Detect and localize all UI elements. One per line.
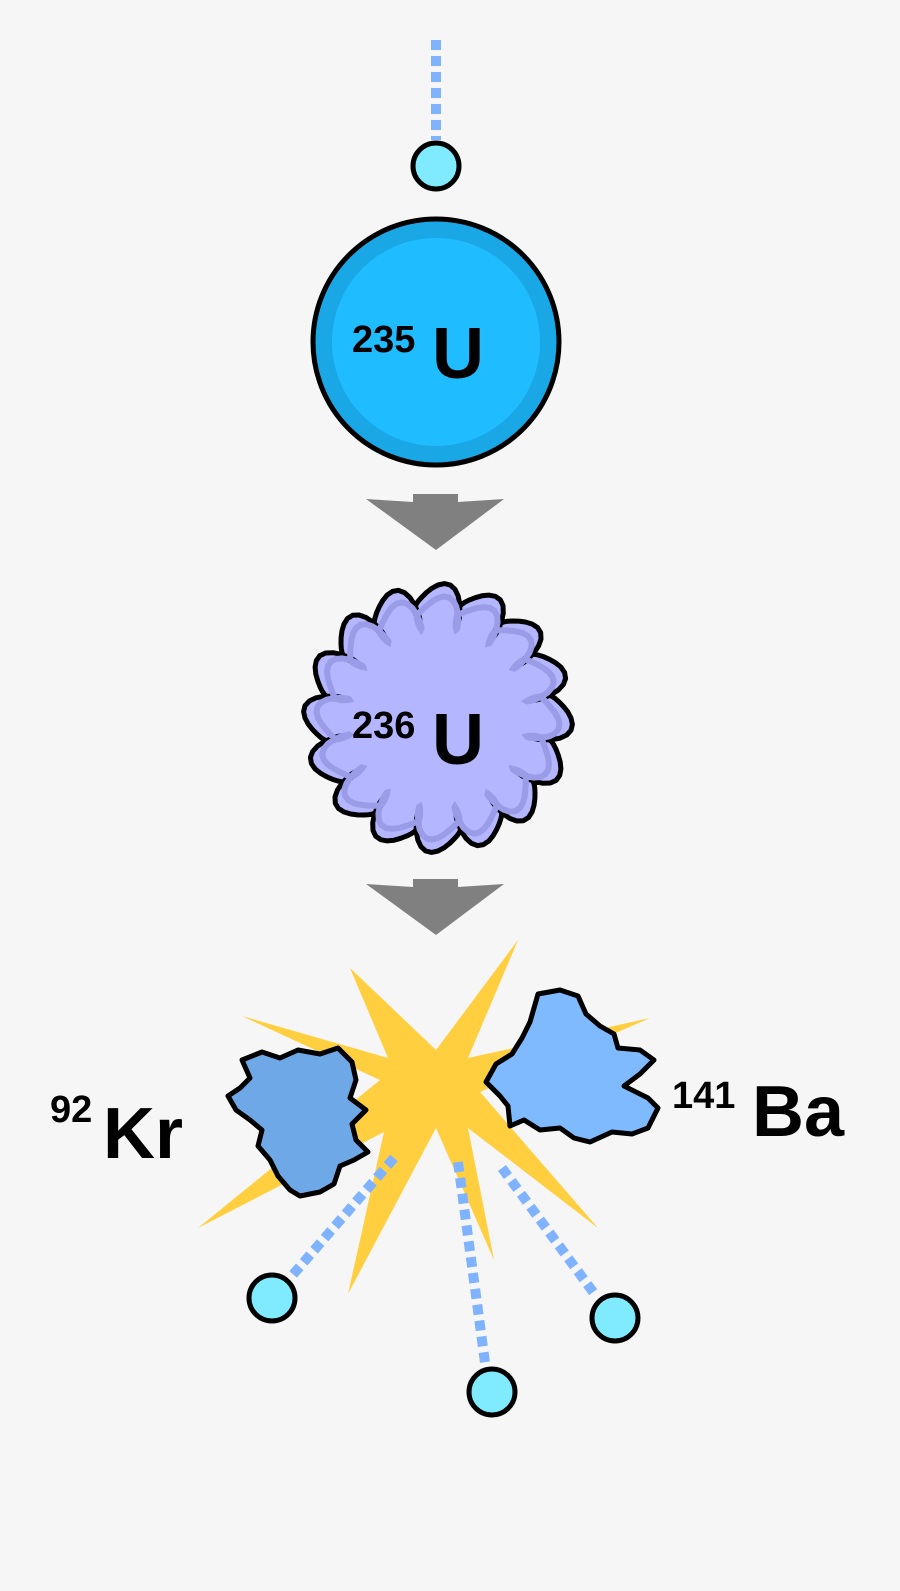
nucleus-core xyxy=(332,238,540,446)
neutron-icon xyxy=(466,1366,518,1418)
u235-mass-number: 235 xyxy=(352,319,415,361)
ba141-mass-number: 141 xyxy=(672,1075,735,1117)
neutron-path xyxy=(497,1165,601,1299)
explosion-icon xyxy=(198,940,650,1294)
fragment-icon xyxy=(225,1045,371,1199)
uranium-235-nucleus: 235 U xyxy=(310,216,562,468)
neutron-icon xyxy=(410,140,462,192)
fragment-icon xyxy=(483,987,661,1145)
incoming-neutron xyxy=(410,40,462,192)
uranium-236-nucleus: 236 U xyxy=(301,581,575,855)
nucleus-shading xyxy=(313,593,563,843)
neutron-icon xyxy=(246,1272,298,1324)
down-arrow-icon xyxy=(366,879,504,935)
u236-symbol: U xyxy=(432,700,484,780)
neutron-path xyxy=(453,1161,491,1371)
u235-symbol: U xyxy=(432,314,484,394)
kr92-mass-number: 92 xyxy=(50,1089,92,1131)
down-arrow-icon xyxy=(366,494,504,550)
u236-mass-number: 236 xyxy=(352,705,415,747)
kr92-symbol: Kr xyxy=(103,1094,183,1174)
neutron-icon xyxy=(589,1292,641,1344)
neutron-path xyxy=(286,1154,398,1282)
emitted-neutrons xyxy=(246,1154,641,1418)
ba141-symbol: Ba xyxy=(752,1072,845,1152)
